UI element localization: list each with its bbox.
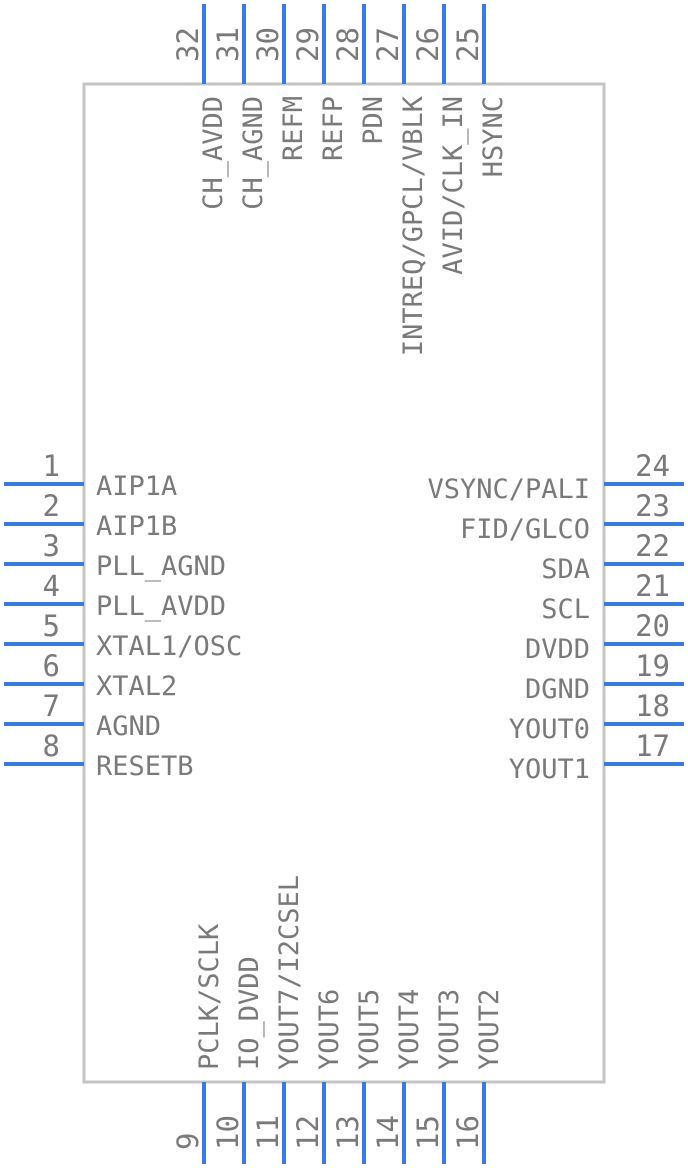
pin-28-name: PDN — [358, 96, 389, 145]
pin-22-number: 22 — [635, 529, 670, 563]
pin-14-name: YOUT4 — [394, 989, 425, 1070]
pin-20-name: DVDD — [525, 634, 590, 665]
pin-6-name: XTAL2 — [96, 671, 177, 702]
pin-24-name: VSYNC/PALI — [427, 474, 590, 505]
pin-16-number: 16 — [451, 1115, 485, 1150]
pin-29-name: REFP — [318, 96, 349, 161]
pin-12-name: YOUT6 — [314, 989, 345, 1070]
pin-13-name: YOUT5 — [354, 989, 385, 1070]
pin-17-name: YOUT1 — [509, 754, 590, 785]
pin-7-name: AGND — [96, 711, 161, 742]
pin-1-number: 1 — [43, 449, 60, 483]
pin-5-name: XTAL1/OSC — [96, 631, 242, 662]
pin-17-number: 17 — [635, 729, 670, 763]
pin-14-number: 14 — [371, 1115, 405, 1150]
pin-10-name: IO_DVDD — [234, 956, 265, 1070]
pin-24-number: 24 — [635, 449, 670, 483]
pin-15-name: YOUT3 — [434, 989, 465, 1070]
pin-8-name: RESETB — [96, 751, 194, 782]
pin-16-name: YOUT2 — [474, 989, 505, 1070]
pin-31-name: CH_AGND — [238, 96, 269, 210]
pin-6-number: 6 — [43, 649, 60, 683]
pin-11-number: 11 — [251, 1115, 285, 1150]
pin-4-number: 4 — [43, 569, 60, 603]
pin-22-name: SDA — [541, 554, 590, 585]
pin-3-number: 3 — [43, 529, 60, 563]
pin-9-number: 9 — [171, 1133, 205, 1150]
pin-19-name: DGND — [525, 674, 590, 705]
pin-25-name: HSYNC — [478, 96, 509, 177]
pin-20-number: 20 — [635, 609, 670, 643]
pin-8-number: 8 — [43, 729, 60, 763]
pin-26-number: 26 — [411, 27, 445, 62]
pin-5-number: 5 — [43, 609, 60, 643]
pin-31-number: 31 — [211, 27, 245, 62]
pin-7-number: 7 — [43, 689, 60, 723]
pin-30-number: 30 — [251, 27, 285, 62]
pin-27-name: INTREQ/GPCL/VBLK — [398, 95, 429, 356]
pin-23-number: 23 — [635, 489, 670, 523]
pin-28-number: 28 — [331, 27, 365, 62]
pin-21-name: SCL — [541, 594, 590, 625]
pin-19-number: 19 — [635, 649, 670, 683]
pin-29-number: 29 — [291, 27, 325, 62]
pin-12-number: 12 — [291, 1115, 325, 1150]
pin-32-number: 32 — [171, 27, 205, 62]
pin-1-name: AIP1A — [96, 471, 177, 502]
pin-32-name: CH_AVDD — [198, 96, 229, 210]
pin-21-number: 21 — [635, 569, 670, 603]
pin-26-name: AVID/CLK_IN — [438, 96, 469, 275]
chip-body — [82, 82, 606, 1084]
pin-15-number: 15 — [411, 1115, 445, 1150]
pin-27-number: 27 — [371, 27, 405, 62]
pin-9-name: PCLK/SCLK — [194, 923, 225, 1070]
pin-25-number: 25 — [451, 27, 485, 62]
pin-18-number: 18 — [635, 689, 670, 723]
pin-3-name: PLL_AGND — [96, 551, 226, 582]
pin-23-name: FID/GLCO — [460, 514, 590, 545]
pin-11-name: YOUT7/I2CSEL — [274, 875, 305, 1070]
pin-10-number: 10 — [211, 1115, 245, 1150]
pin-13-number: 13 — [331, 1115, 365, 1150]
pin-4-name: PLL_AVDD — [96, 591, 226, 622]
pin-2-number: 2 — [43, 489, 60, 523]
pin-2-name: AIP1B — [96, 511, 177, 542]
pin-18-name: YOUT0 — [509, 714, 590, 745]
pin-30-name: REFM — [278, 96, 309, 161]
